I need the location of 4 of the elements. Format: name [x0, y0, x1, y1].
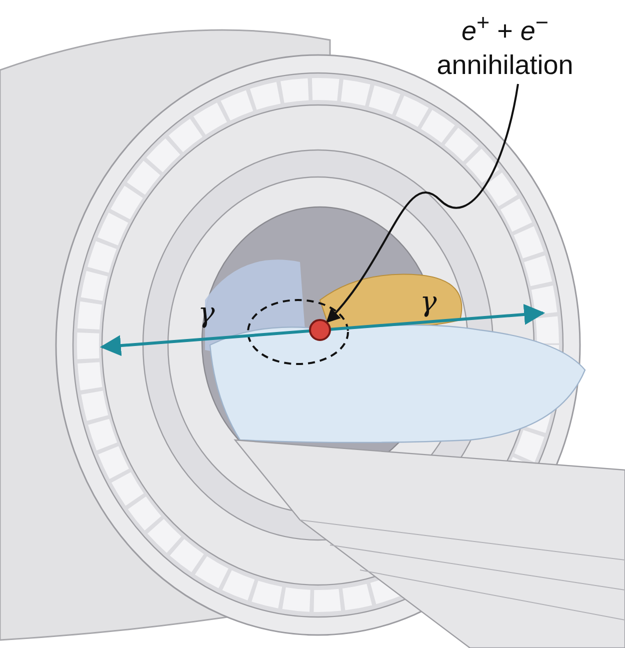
annotation-label: e$^{+}$ + e$^{−}$ annihilation [395, 6, 615, 82]
gamma-ray-label: γ [198, 296, 215, 329]
gamma-ray-label: γ [420, 285, 437, 318]
leader-line [326, 84, 519, 324]
